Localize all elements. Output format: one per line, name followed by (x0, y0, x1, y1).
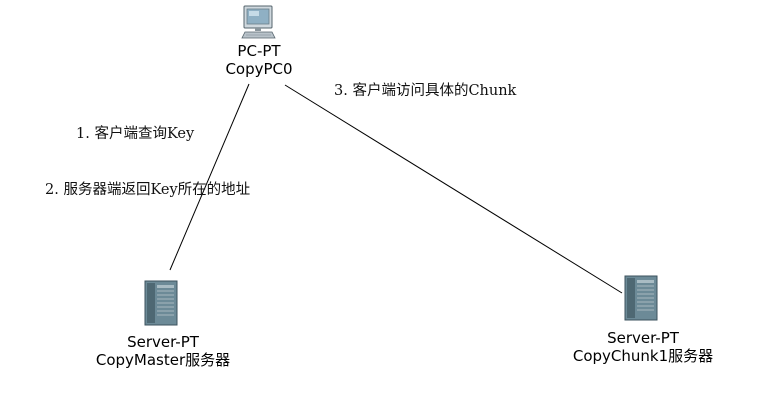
link-pc-to-chunk[interactable] (284, 84, 623, 294)
pc-name-label: CopyPC0 (225, 60, 293, 78)
link-pc-to-master[interactable] (169, 83, 250, 271)
master-type-label: Server-PT (127, 333, 199, 351)
annotation-step-1: 1. 客户端查询Key (76, 126, 195, 142)
master-name-label: CopyMaster服务器 (95, 351, 231, 369)
chunk-type-label: Server-PT (607, 329, 679, 347)
chunk-node-label: Server-PT CopyChunk1服务器 (560, 329, 726, 365)
server-icon[interactable] (624, 275, 658, 321)
chunk-name-label: CopyChunk1服务器 (572, 347, 714, 365)
annotation-step-2: 2. 服务器端返回Key所在的地址 (45, 182, 251, 198)
server-icon[interactable] (144, 280, 178, 326)
pc-type-label: PC-PT (237, 42, 281, 60)
annotation-step-3: 3. 客户端访问具体的Chunk (334, 83, 517, 99)
pc-node-label: PC-PT CopyPC0 (203, 42, 315, 78)
pc-icon[interactable] (241, 5, 276, 39)
master-node-label: Server-PT CopyMaster服务器 (82, 333, 244, 369)
